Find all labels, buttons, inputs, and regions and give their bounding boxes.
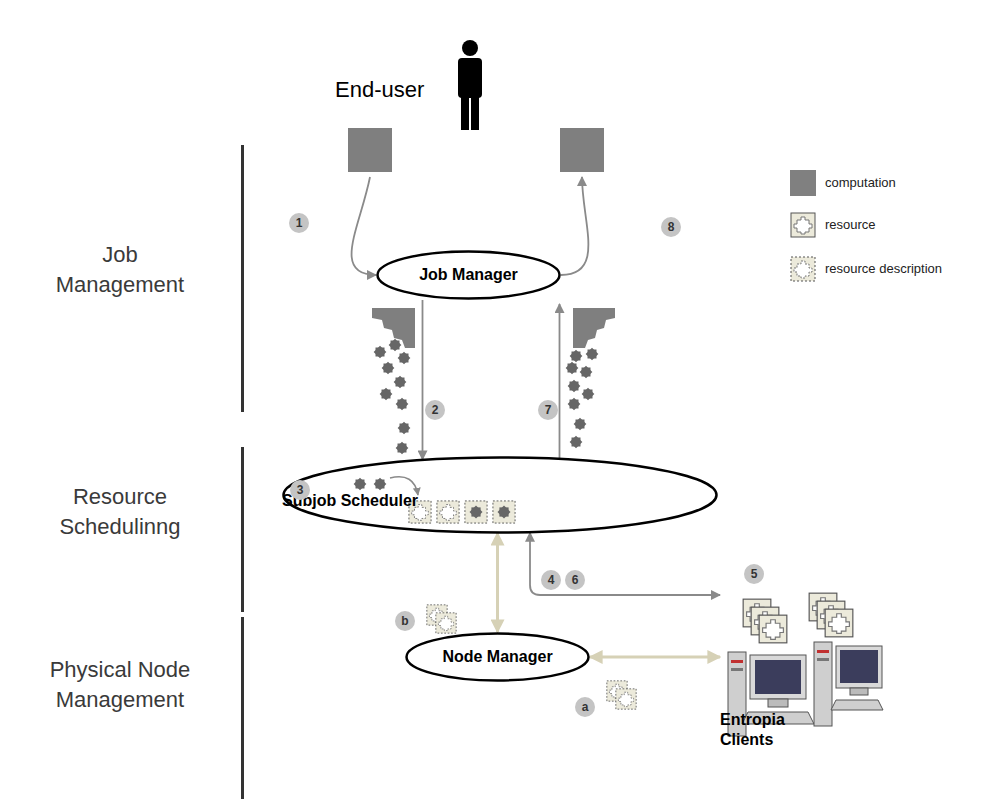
callout-number: a: [575, 697, 595, 717]
callout-number: 8: [661, 217, 681, 237]
connector-arrow: [559, 304, 561, 458]
callout-number: 7: [538, 400, 558, 420]
ellipse-border: [407, 634, 589, 681]
layer-label: Physical Node Management: [10, 655, 230, 714]
legend-sample: [790, 256, 816, 282]
node-text: Job Manager: [419, 266, 518, 284]
callout-number: 6: [565, 570, 585, 590]
connector-arrow: [530, 533, 720, 595]
callout-number: b: [395, 611, 415, 631]
node-text: End-user: [335, 77, 424, 103]
connector-arrow: [496, 533, 499, 632]
callout-number: 3: [290, 480, 310, 500]
legend-icon: [791, 257, 815, 281]
callout-number: 1: [289, 213, 309, 233]
connector-arrow: [590, 656, 720, 659]
connector-arrow: [422, 300, 424, 459]
manager-ellipse: Job Manager: [376, 250, 561, 300]
legend-icon: [791, 213, 815, 237]
node-text: Node Manager: [442, 648, 552, 666]
connector-arrow: [561, 177, 588, 275]
legend-text: resource description: [825, 261, 942, 277]
callout-number: 5: [744, 564, 764, 584]
scheduler-ellipse: Subjob Scheduler: [282, 456, 718, 534]
legend-sample: [790, 212, 816, 238]
client-group: Entropia Clients: [720, 560, 992, 750]
ellipse-border: [378, 252, 560, 299]
manager-ellipse: Node Manager: [405, 632, 590, 682]
callout-number: 4: [541, 570, 561, 590]
legend-text: computation: [825, 175, 896, 191]
legend-swatch: [790, 170, 816, 196]
layer-label: Job Management: [50, 240, 190, 299]
legend-text: resource: [825, 217, 876, 233]
connector-arrow: [352, 177, 376, 275]
callout-number: 2: [425, 400, 445, 420]
layer-label: Resource Schedulinng: [50, 482, 190, 541]
actor-node: End-user: [335, 4, 605, 177]
node-text: Entropia Clients: [720, 710, 820, 750]
